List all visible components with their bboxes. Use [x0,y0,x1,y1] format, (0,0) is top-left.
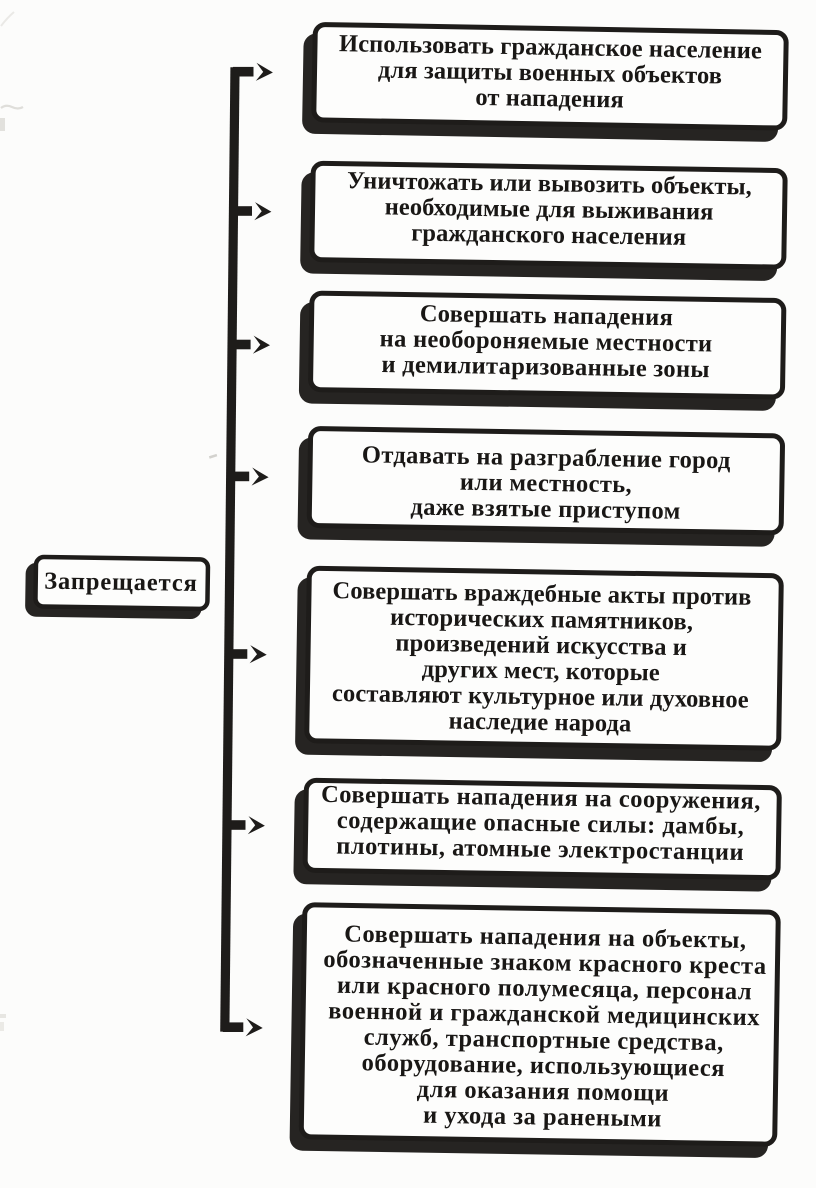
svg-text:Уничтожать или вывозить объект: Уничтожать или вывозить объекты, [347,167,752,200]
svg-text:Совершать враждебные акты прот: Совершать враждебные акты против [332,577,751,611]
svg-text:исторических памятников,: исторических памятников, [390,604,693,636]
svg-text:на необороняемые местности: на необороняемые местности [379,325,712,357]
svg-text:необходимые для выживания: необходимые для выживания [385,193,714,225]
svg-text:Запрещается: Запрещается [44,568,198,597]
svg-text:Совершать нападения на объекты: Совершать нападения на объекты, [344,920,747,953]
svg-text:и ухода за ранеными: и ухода за ранеными [423,1102,662,1133]
svg-text:произведений искусства и: произведений искусства и [395,630,687,662]
svg-text:Отдавать на разграбление город: Отдавать на разграбление город [362,441,732,474]
svg-text:других мест, которые: других мест, которые [422,656,660,687]
svg-text:составляют культурное или духо: составляют культурное или духовное [332,680,749,714]
svg-text:служб, транспортные средства,: служб, транспортные средства, [364,1024,724,1057]
svg-text:содержащие опасные силы: дамбы: содержащие опасные силы: дамбы, [337,807,745,840]
svg-text:или местность,: или местность, [460,469,633,499]
svg-text:гражданского населения: гражданского населения [411,220,686,251]
svg-text:для защиты военных объектов: для защиты военных объектов [378,57,722,90]
svg-text:наследие народа: наследие народа [448,707,631,737]
svg-text:и демилитаризованные зоны: и демилитаризованные зоны [381,351,710,383]
svg-text:плотины, атомные электростанци: плотины, атомные электростанции [336,833,744,866]
svg-text:для оказания помощи: для оказания помощи [417,1076,670,1107]
svg-text:даже взятые приступом: даже взятые приступом [410,494,681,525]
svg-text:оборудование, использующиеся: оборудование, использующиеся [361,1049,725,1082]
svg-text:или красного полумесяца, персо: или красного полумесяца, персонал [337,972,753,1006]
svg-text:Совершать нападения: Совершать нападения [420,300,674,331]
svg-text:от нападения: от нападения [475,84,624,114]
